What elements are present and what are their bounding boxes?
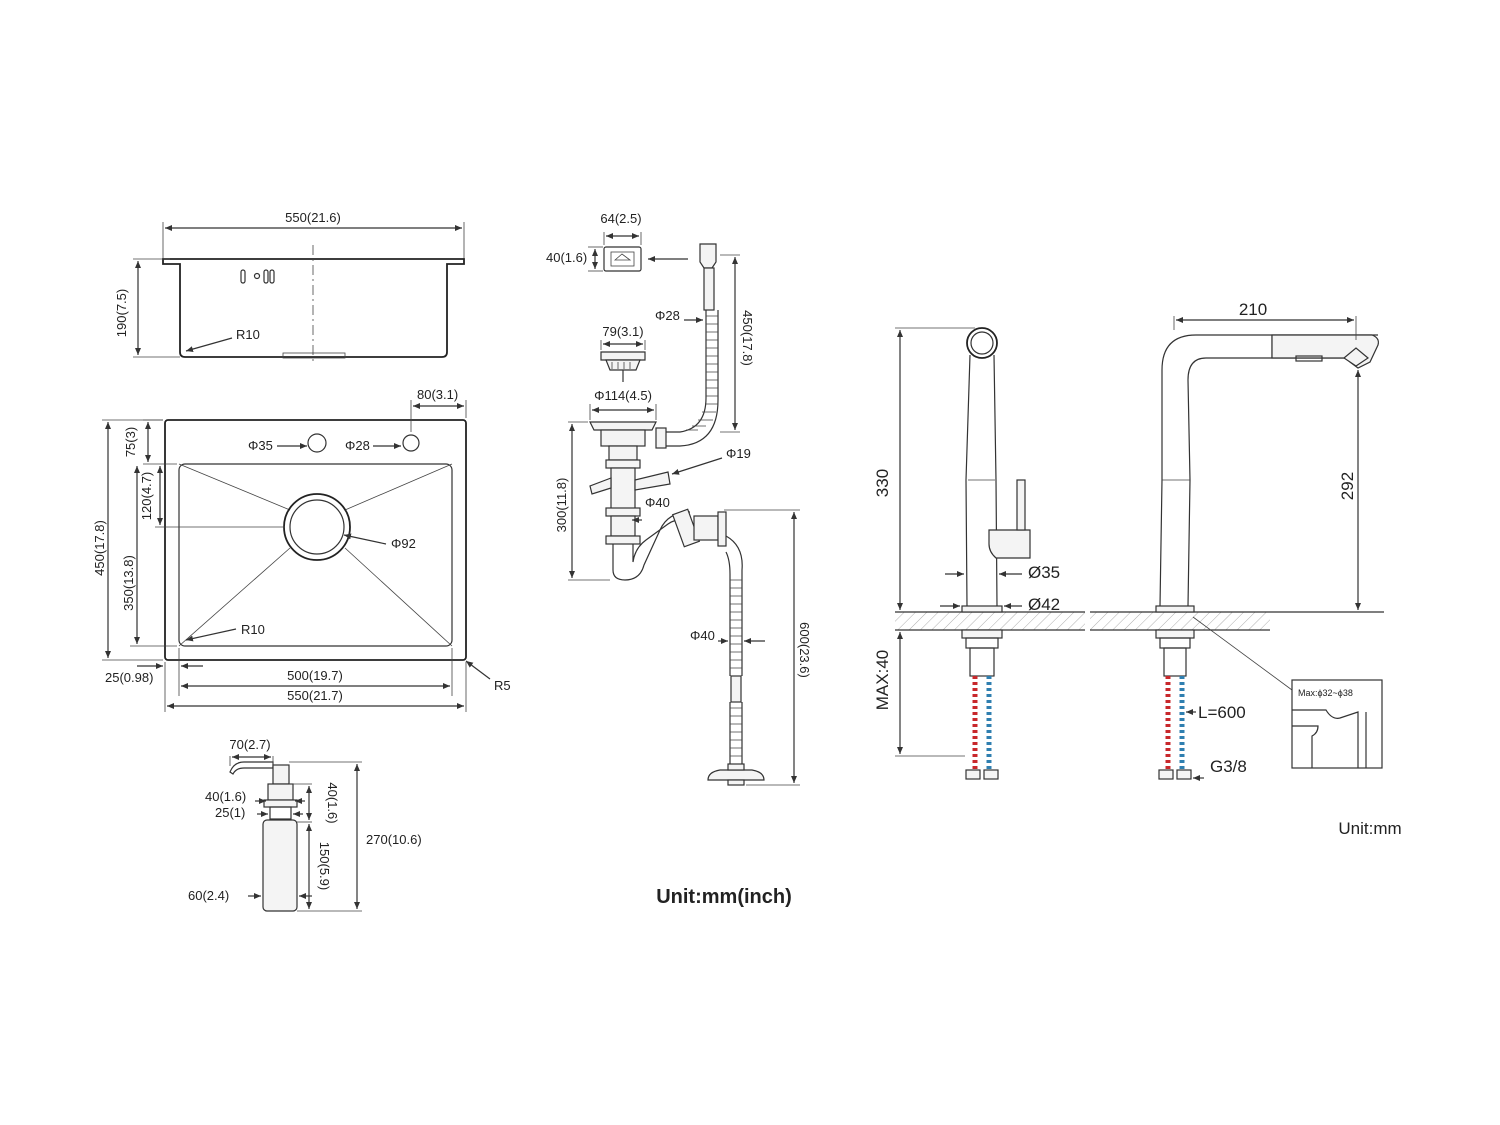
tap-hole-2 <box>402 434 420 452</box>
top-radius-label: R10 <box>241 622 265 637</box>
dim-450-label: 450(17.8) <box>92 520 107 576</box>
hose-len-label: L=600 <box>1198 703 1246 722</box>
overflow-width-label: 64(2.5) <box>600 211 641 226</box>
hole-range-label: Max:ϕ32~ϕ38 <box>1298 688 1353 698</box>
unit-mm-label: Unit:mm <box>1338 819 1401 838</box>
soap-dim-150: 150(5.9) <box>317 842 332 890</box>
sink-side-radius-label: R10 <box>236 327 260 342</box>
dim-25-label: 25(0.98) <box>105 670 153 685</box>
dim-75-label: 75(3) <box>123 427 138 457</box>
pipe-dia-label: Φ28 <box>655 308 680 323</box>
overflow-height-label: 40(1.6) <box>546 250 587 265</box>
max-thickness-label: MAX:40 <box>873 650 892 710</box>
base-dia-label: Ø42 <box>1028 595 1060 614</box>
outlet-dia-label: Φ40 <box>645 495 670 510</box>
soap-dim-70: 70(2.7) <box>229 737 270 752</box>
hose-length-label: 450(17.8) <box>740 310 755 366</box>
corner-radius-label: R5 <box>494 678 511 693</box>
dim-350-label: 350(13.8) <box>121 555 136 611</box>
soap-dim-40b: 40(1.6) <box>325 782 340 823</box>
tap-hole-1-label: Φ35 <box>248 438 273 453</box>
overflow-slots-icon <box>240 269 275 284</box>
faucet-height-label: 330 <box>873 469 892 497</box>
flange-dia-label: Φ114(4.5) <box>594 388 652 403</box>
reach-label: 210 <box>1239 300 1267 319</box>
sink-side-width-label: 550(21.6) <box>285 210 341 225</box>
dim-120-label: 120(4.7) <box>139 472 154 520</box>
soap-dim-270: 270(10.6) <box>366 832 422 847</box>
spout-height-label: 292 <box>1338 472 1357 500</box>
hose-dia-label: Φ40 <box>690 628 715 643</box>
tap-hole-2-label: Φ28 <box>345 438 370 453</box>
basket-dia-label: 79(3.1) <box>602 324 643 339</box>
soap-dispenser: 70(2.7) 40(1.6) 25(1) 60(2.4) 40(1.6) 15… <box>188 737 422 912</box>
detail-callout <box>1291 679 1383 769</box>
soap-dim-25: 25(1) <box>215 805 245 820</box>
drain-label: Φ92 <box>391 536 416 551</box>
drain-kit: 64(2.5) 40(1.6) 450(17.8) Φ28 79(3.1) Φ1… <box>546 211 812 908</box>
sink-side-height-label: 190(7.5) <box>114 289 129 337</box>
soap-dim-60: 60(2.4) <box>188 888 229 903</box>
thread-label: G3/8 <box>1210 757 1247 776</box>
offset-80-label: 80(3.1) <box>417 387 458 402</box>
trap-height-label: 300(11.8) <box>554 478 569 533</box>
sink-side-view: 550(21.6) 190(7.5) R10 <box>114 210 465 362</box>
drain-outer <box>283 493 351 561</box>
tap-hole-1 <box>307 433 327 453</box>
inner-width-label: 500(19.7) <box>287 668 343 683</box>
sink-top-view: Φ35 Φ28 80(3.1) 75(3) 120(4.7) 350(13.8)… <box>92 387 511 712</box>
outer-width-label: 550(21.7) <box>287 688 343 703</box>
faucet-side-view: 210 292 L=600 G3/8 Max:ϕ32~ϕ38 Unit:mm <box>1090 300 1402 838</box>
soap-dim-40a: 40(1.6) <box>205 789 246 804</box>
unit-inch-label: Unit:mm(inch) <box>656 886 792 908</box>
hose-height-label: 600(23.6) <box>797 622 812 678</box>
inlet-dia-label: Φ19 <box>726 446 751 461</box>
overflow-cover <box>603 246 642 272</box>
body-dia-label: Ø35 <box>1028 563 1060 582</box>
faucet-front-view: 330 Ø35 Ø42 MAX:40 <box>873 327 1085 780</box>
